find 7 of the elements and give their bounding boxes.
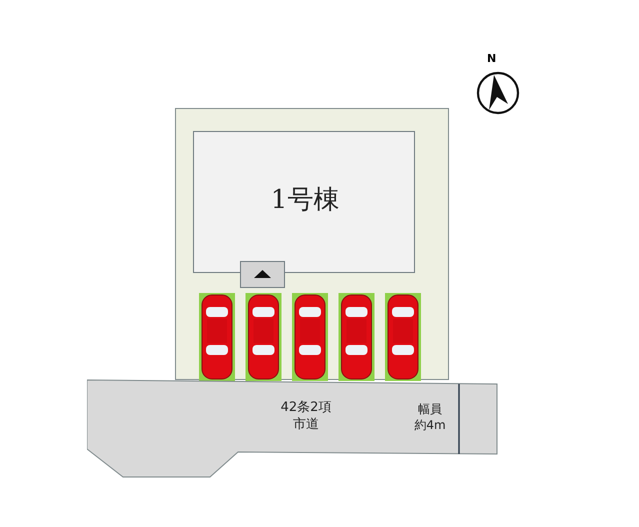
road-area xyxy=(87,378,499,478)
road-width-label: 幅員約4m xyxy=(413,402,447,434)
building-label: 1号棟 xyxy=(270,184,340,217)
road-label: 42条2項市道 xyxy=(280,400,332,434)
north-label: N xyxy=(487,52,496,65)
lot-area xyxy=(175,108,449,380)
building-box xyxy=(193,131,415,273)
